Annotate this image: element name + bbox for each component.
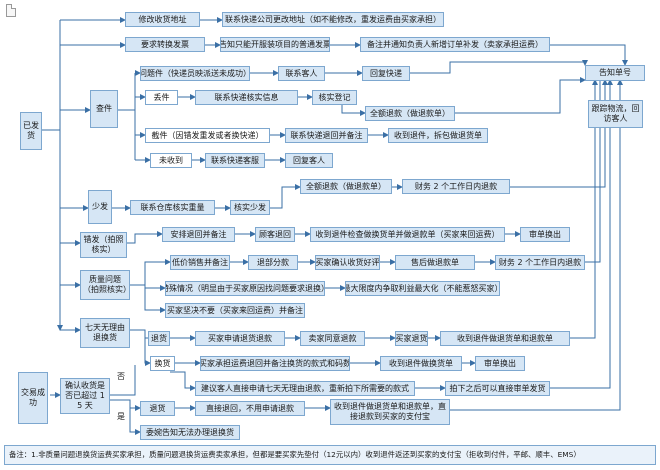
node-short-ship: 少发 — [88, 190, 112, 224]
node-exchange: 换货 — [150, 356, 175, 371]
node-direct-return: 直接退回，不用申请退款 — [195, 401, 305, 416]
node-success: 交易成功 — [18, 372, 48, 424]
node-receive-check-return: 收到退件检查做换货单并做退款单（买家来回运费） — [310, 227, 505, 242]
node-max-benefit: 最大限度内争取利益最大化（不能惹怒买家） — [345, 281, 500, 296]
node-seller-agree-refund: 卖家同意退款 — [300, 331, 365, 346]
label-no: 否 — [117, 372, 125, 381]
node-verify-register: 核实登记 — [312, 90, 357, 105]
node-finance-refund-2: 财务 2 个工作日内退款 — [495, 255, 585, 270]
label-yes: 是 — [117, 412, 125, 421]
footer-note: 备注：1.非质量问题退换货运费买家承担，质量问题退换货运费卖家承担，但都是要买家… — [4, 445, 656, 465]
node-full-refund-2: 全额退款（做退款单） — [300, 179, 392, 194]
node-after-sale-refund: 售后做退款单 — [395, 255, 475, 270]
node-reply-buyer: 回复客人 — [285, 153, 333, 168]
node-contact-return-note: 联系快递退回并备注 — [285, 128, 368, 143]
node-commission-notice: 委婉告知无法办理退换货 — [140, 425, 240, 440]
node-note-responsible-reissue: 备注并通知负责人新增订单补发（卖家承担运费） — [360, 37, 550, 52]
node-full-refund-1: 全额退款（做退款单） — [365, 106, 455, 121]
node-not-received: 未收到 — [150, 153, 192, 168]
node-partial-refund: 退部分款 — [248, 255, 298, 270]
node-buyer-apply-return: 买家申请退货退款 — [195, 331, 285, 346]
node-buyer-pay-exchange: 买家承担运费退回并备注换货的款式和码数 — [200, 356, 350, 371]
node-low-price-remark: 低价销售并备注 — [170, 255, 230, 270]
node-lost-item: 丢件 — [145, 90, 178, 105]
document-icon — [6, 4, 16, 17]
node-contact-buyer: 联系客人 — [278, 66, 325, 81]
node-contact-warehouse: 联系仓库核实重量 — [130, 200, 215, 215]
node-tell-clothing-notice: 告知只能开服装项目的普通发票 — [220, 37, 330, 52]
node-ask-courier: 问题件（快递员映派送未成功） — [140, 66, 250, 81]
node-receive-exchange-bill: 收到退件做换货单 — [380, 356, 462, 371]
node-change-addr: 修改收货地址 — [125, 12, 200, 27]
node-buyer-insist: 买家坚决不要（买家来回运费）并备注 — [165, 303, 305, 318]
node-confirm-over-15: 确认收货是否已超过 15 天 — [60, 378, 110, 414]
node-review-exchange-2: 审单换出 — [475, 356, 525, 371]
node-shipped: 已发货 — [20, 112, 42, 150]
node-buyer-return-2: 买家退货 — [395, 331, 428, 346]
node-special-case: 特殊情况（明显由于买家原因找问题要求退换） — [165, 281, 325, 296]
node-return-goods: 退货 — [148, 331, 170, 346]
node-return-goods-2: 退货 — [140, 401, 175, 416]
node-arrange-return: 安排退回并备注 — [162, 227, 235, 242]
node-contact-courier-cs: 联系快递客服 — [205, 153, 265, 168]
node-seven-day: 七天无理由退换货 — [80, 318, 130, 348]
node-damaged: 截件（因错发重发或者换快递） — [145, 128, 270, 143]
node-contact-change-addr: 联系快递公司更改地址（如不能修改，重发运费由买家承担） — [222, 12, 444, 27]
node-req-change-ship: 要求转换发票 — [125, 37, 205, 52]
node-quality-issue: 质量问题（拍照核实） — [80, 270, 130, 300]
node-contact-verify-info: 联系快递核实信息 — [195, 90, 298, 105]
node-lost: 查件 — [90, 90, 118, 128]
node-wrong-ship: 错发（拍照核实） — [80, 232, 127, 258]
node-after-shoot-ship: 拍下之后可以直接审单发货 — [445, 381, 550, 396]
node-receive-return-refund-2: 收到退件做退货单和退款单 — [440, 331, 570, 346]
node-verify-short: 核实少发 — [230, 200, 270, 215]
node-finance-refund-1: 财务 2 个工作日内退款 — [402, 179, 510, 194]
node-track-logistics: 跟踪物流，回访客人 — [588, 100, 643, 128]
node-receive-return-refund: 收到退件，拆包做退货单 — [388, 128, 488, 143]
node-review-exchange: 审单换出 — [520, 227, 570, 242]
node-tell-order-no: 告知单号 — [585, 65, 645, 81]
node-receive-return-refund-3: 收到退件做退货单和退款单，直接退款到买家的支付宝 — [330, 399, 450, 425]
node-buyer-confirm-praise: 买家确认收货好评 — [315, 255, 380, 270]
node-buyer-return: 顾客退回 — [255, 227, 295, 242]
node-suggest-seven-day: 建议客人直接申请七天无理由退款，重新拍下所需要的款式 — [195, 381, 415, 396]
node-reply-courier: 回复快递 — [362, 66, 410, 81]
